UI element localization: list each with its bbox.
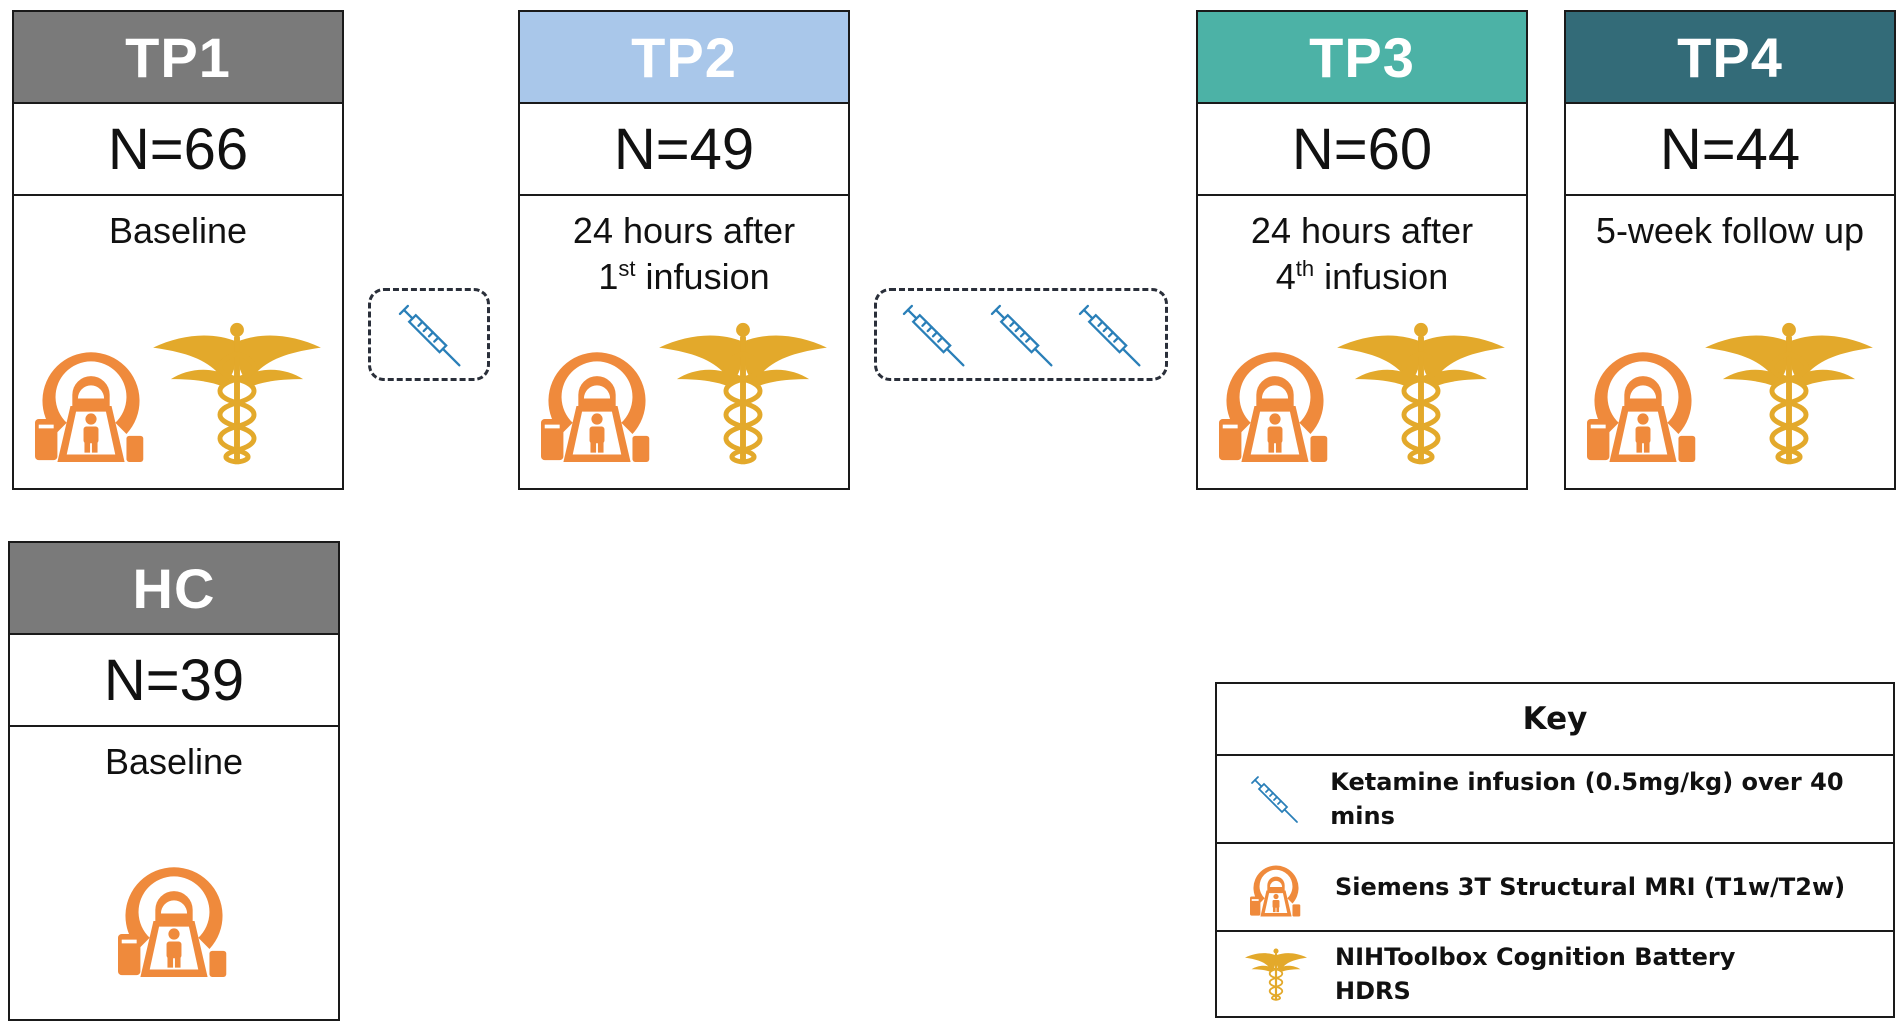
description-line-2: 4th infusion — [1198, 254, 1526, 300]
timepoint-card-tp4: TP4 N=44 5-week follow up — [1564, 10, 1896, 490]
timepoint-header: TP1 — [14, 12, 342, 104]
multiple-infusion-box — [874, 288, 1168, 381]
caduceus-icon — [1245, 946, 1307, 1002]
key-row-mri: Siemens 3T Structural MRI (T1w/T2w) — [1217, 844, 1893, 932]
key-label-line-2: HDRS — [1335, 977, 1411, 1005]
key-label: Ketamine infusion (0.5mg/kg) over 40 min… — [1330, 768, 1844, 830]
key-icon-cell — [1217, 774, 1330, 824]
ordinal-suffix: st — [618, 256, 636, 281]
timepoint-header: TP3 — [1198, 12, 1526, 104]
mri-scanner-icon — [1587, 331, 1699, 466]
control-description: Baseline — [104, 741, 244, 782]
sample-size: N=66 — [14, 104, 342, 196]
timepoint-card-tp1: TP1 N=66 Baseline — [12, 10, 344, 490]
syringe-icon — [1072, 302, 1146, 368]
key-icon-cell — [1217, 856, 1335, 918]
mri-scanner-icon — [1250, 856, 1302, 918]
icon-group — [1198, 318, 1526, 466]
mri-scanner-icon — [118, 846, 230, 981]
timepoint-description: 5-week follow up — [1595, 210, 1865, 251]
mri-scanner-icon — [541, 331, 653, 466]
timepoint-description: 24 hours after 1st infusion — [520, 196, 848, 300]
timepoint-card-tp3: TP3 N=60 24 hours after 4th infusion — [1196, 10, 1528, 490]
description-line-1: 24 hours after — [572, 210, 796, 251]
description-line-2: 1st infusion — [520, 254, 848, 300]
syringe-icon — [896, 302, 970, 368]
timepoint-header: TP4 — [1566, 12, 1894, 104]
sample-size: N=39 — [10, 635, 338, 727]
icon-group — [10, 846, 338, 981]
sample-size: N=60 — [1198, 104, 1526, 196]
sample-size: N=44 — [1566, 104, 1894, 196]
key-label: Siemens 3T Structural MRI (T1w/T2w) — [1335, 873, 1846, 901]
ordinal-suffix: th — [1295, 256, 1315, 281]
timepoint-card-tp2: TP2 N=49 24 hours after 1st infusion — [518, 10, 850, 490]
icon-group — [14, 318, 342, 466]
sample-size: N=49 — [520, 104, 848, 196]
caduceus-icon — [1337, 318, 1505, 466]
control-header: HC — [10, 543, 338, 635]
caduceus-icon — [153, 318, 321, 466]
timepoint-description: Baseline — [108, 210, 248, 251]
key-title: Key — [1217, 684, 1893, 756]
icon-group — [520, 318, 848, 466]
key-row-ketamine: Ketamine infusion (0.5mg/kg) over 40 min… — [1217, 756, 1893, 844]
key-label: NIHToolbox Cognition Battery HDRS — [1335, 940, 1735, 1008]
description-text: infusion — [1314, 256, 1449, 297]
icon-group — [1566, 318, 1894, 466]
syringe-icon — [984, 302, 1058, 368]
mri-scanner-icon — [1219, 331, 1331, 466]
key-row-cognition: NIHToolbox Cognition Battery HDRS — [1217, 932, 1893, 1016]
caduceus-icon — [1705, 318, 1873, 466]
description-text: infusion — [635, 256, 770, 297]
legend-key: Key Ketamine infusion (0.5mg/kg) over 40… — [1215, 682, 1895, 1018]
healthy-control-card: HC N=39 Baseline — [8, 541, 340, 1021]
ordinal-number: 1 — [598, 256, 619, 297]
ordinal-number: 4 — [1275, 256, 1296, 297]
timepoint-description: 24 hours after 4th infusion — [1198, 196, 1526, 300]
description-line-1: 24 hours after — [1250, 210, 1474, 251]
single-infusion-box — [368, 288, 490, 381]
syringe-icon — [392, 302, 466, 368]
key-label-line-1: NIHToolbox Cognition Battery — [1335, 943, 1736, 971]
timepoint-header: TP2 — [520, 12, 848, 104]
syringe-icon — [1246, 774, 1302, 824]
mri-scanner-icon — [35, 331, 147, 466]
key-icon-cell — [1217, 946, 1335, 1002]
caduceus-icon — [659, 318, 827, 466]
